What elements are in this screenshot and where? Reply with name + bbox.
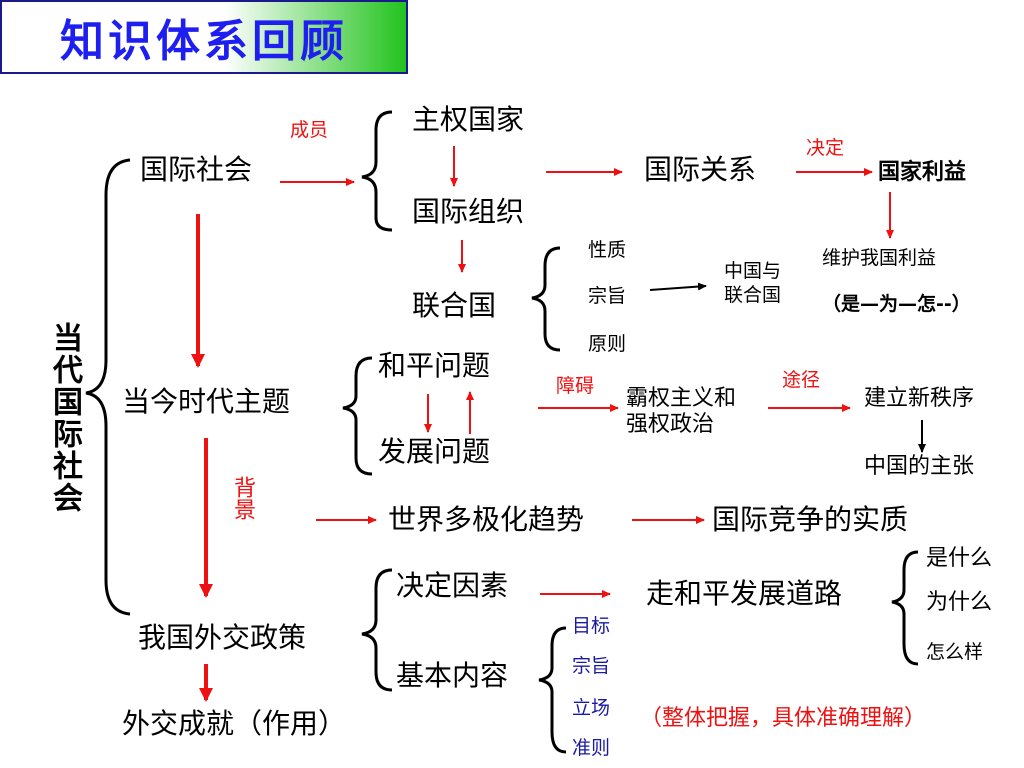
node-zen-meyang: 怎么样 [926, 641, 984, 663]
node-mubiao: 目标 [572, 615, 611, 637]
page-title: 知识体系回顾 [60, 16, 348, 67]
node-zhunze: 准则 [572, 737, 611, 759]
node-fazhan-wenti: 发展问题 [378, 435, 491, 468]
node-guoji-shehui: 国际社会 [140, 153, 253, 186]
label-chengyuan: 成员 [290, 119, 329, 141]
node-jingzheng-shizhi: 国际竞争的实质 [712, 503, 909, 536]
brace-un [531, 246, 561, 352]
node-shi-wei-zen: （是—为—怎--） [822, 293, 971, 315]
label-tujing: 途径 [782, 369, 821, 391]
note-zhengti: （整体把握，具体准确理解） [640, 706, 927, 731]
node-waijiao-zhengce: 我国外交政策 [138, 621, 307, 654]
node-waijiao-chengjiu: 外交成就（作用） [122, 707, 347, 740]
root-brace [85, 158, 131, 616]
node-heping-daolu: 走和平发展道路 [646, 577, 843, 610]
node-zhongguo-yu-lhg: 中国与 联合国 [724, 260, 782, 306]
brace-content [538, 626, 567, 754]
node-jiben-neirong: 基本内容 [396, 659, 509, 692]
node-dangjin-zhuti: 当今时代主题 [122, 385, 291, 418]
label-beijing: 背景 [230, 476, 255, 520]
brace-path [891, 550, 919, 666]
node-baquan: 霸权主义和 强权政治 [626, 386, 737, 438]
node-weihu: 维护我国利益 [822, 247, 937, 269]
node-guoji-guanxi: 国际关系 [644, 153, 757, 186]
node-duojihua: 世界多极化趋势 [388, 503, 585, 536]
node-wei-shenme: 为什么 [926, 590, 993, 615]
node-jueding-yinsu: 决定因素 [396, 569, 509, 602]
label-zhangai: 障碍 [556, 375, 595, 397]
brace-members [361, 110, 393, 232]
node-guoji-zuzhi: 国际组织 [412, 195, 525, 228]
brace-themes [342, 356, 373, 476]
label-jueding: 决定 [806, 137, 845, 159]
root-label: 当代国际社会 [47, 322, 82, 514]
node-lianheguo: 联合国 [412, 289, 497, 322]
title-banner: 知识体系回顾 [0, 0, 408, 74]
node-yuanze: 原则 [588, 333, 627, 355]
node-zhongguo-zhuzhang: 中国的主张 [864, 454, 975, 479]
brace-policy [361, 568, 393, 692]
node-zhuquan-guojia: 主权国家 [412, 103, 525, 136]
node-lichang: 立场 [572, 697, 611, 719]
node-xin-zhixu: 建立新秩序 [864, 386, 975, 411]
arrow-un-to-china [649, 282, 707, 291]
node-zongzhi2: 宗旨 [572, 655, 611, 677]
node-shi-shenme: 是什么 [926, 546, 993, 571]
node-xingzhi: 性质 [588, 239, 627, 261]
node-heping-wenti: 和平问题 [378, 349, 491, 382]
node-zongzhi: 宗旨 [588, 285, 627, 307]
node-guojia-liyi: 国家利益 [878, 160, 967, 185]
